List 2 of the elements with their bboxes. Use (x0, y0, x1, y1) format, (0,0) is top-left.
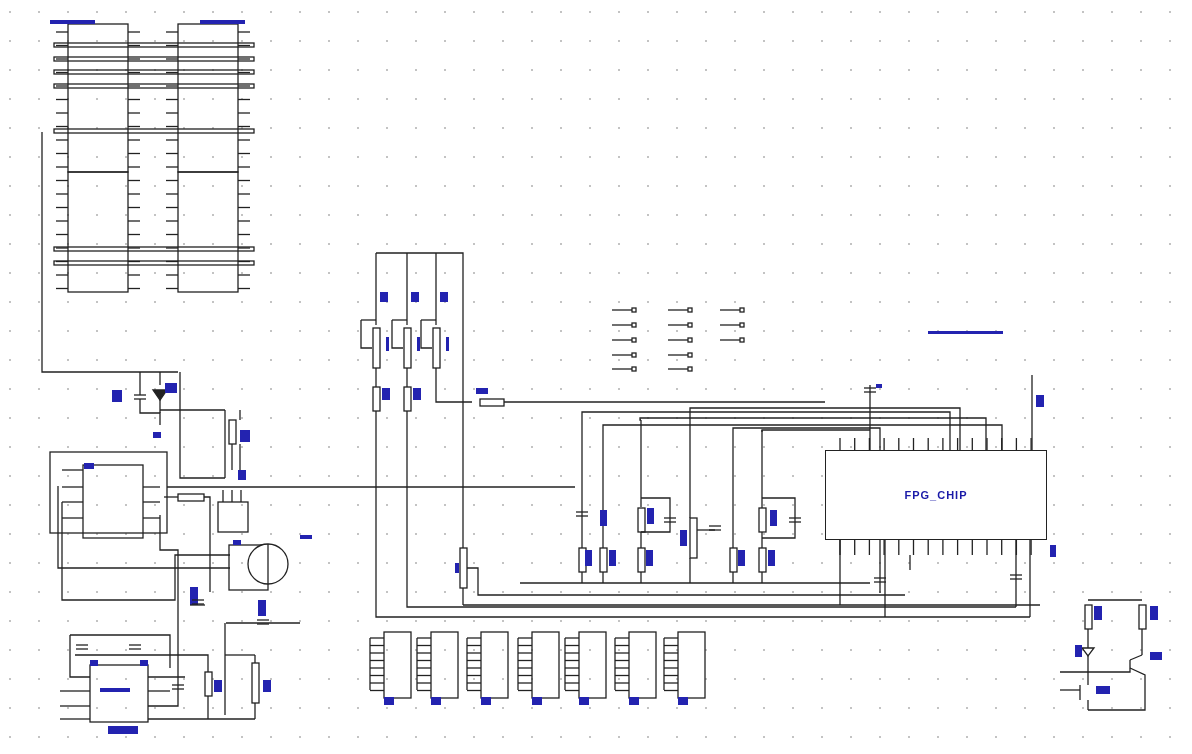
chip-box (825, 450, 1047, 540)
chip-label: FPG_CHIP (904, 489, 968, 501)
